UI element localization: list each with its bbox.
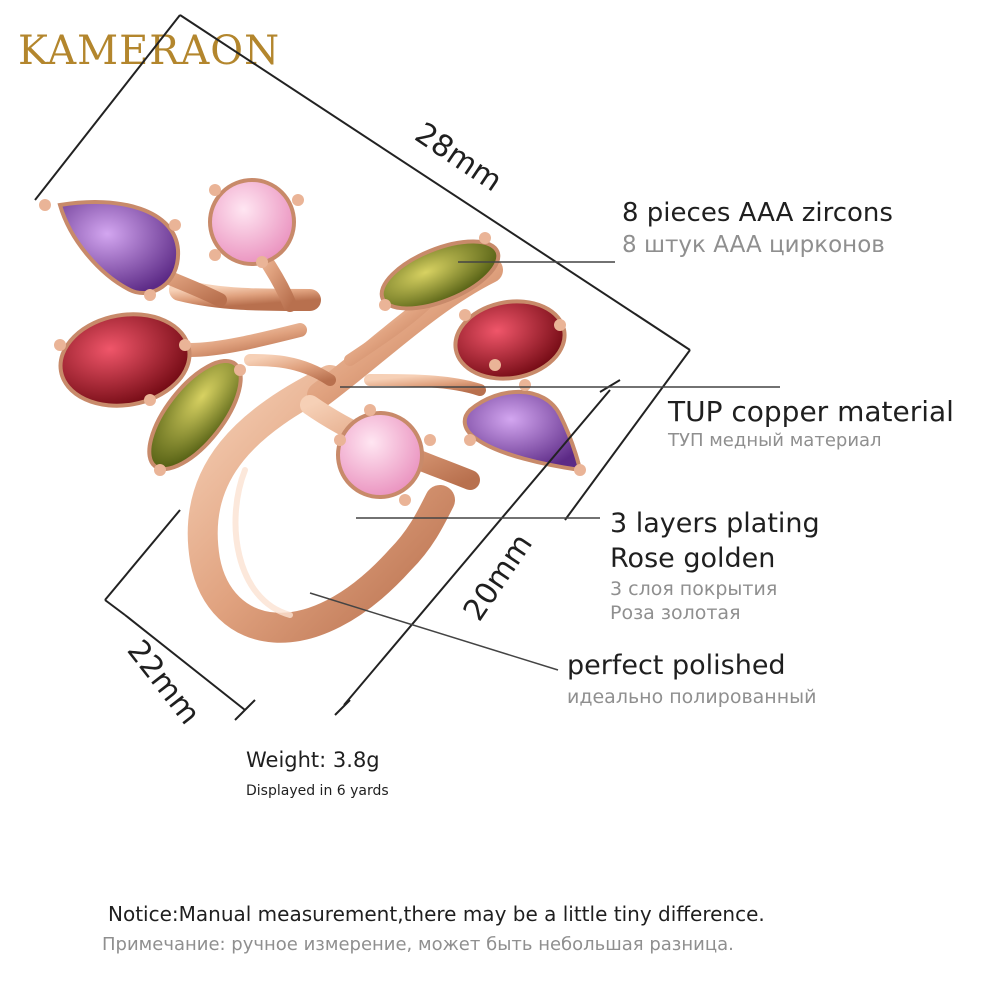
feature-plating-ru-line2: Роза золотая xyxy=(610,602,741,624)
feature-polished-en: perfect polished xyxy=(567,650,786,681)
gem-garnet-right xyxy=(453,299,567,381)
gem-amethyst-top xyxy=(57,200,181,296)
gem-pink-top xyxy=(208,178,296,266)
prongs xyxy=(39,184,586,506)
feature-plating-en-line2: Rose golden xyxy=(610,543,776,574)
dimension-lines xyxy=(34,14,691,721)
gem-pink-bottom xyxy=(336,411,424,499)
notice-ru: Примечание: ручное измерение, может быть… xyxy=(102,934,734,955)
feature-material-en: TUP copper material xyxy=(668,395,954,428)
gem-peridot-left xyxy=(147,358,243,472)
feature-material-ru: ТУП медный материал xyxy=(668,430,882,451)
weight-label: Weight: 3.8g xyxy=(246,748,380,772)
gem-amethyst-right xyxy=(462,389,583,473)
feature-polished-ru: идеально полированный xyxy=(567,686,817,708)
notice-en: Notice:Manual measurement,there may be a… xyxy=(108,902,765,926)
feature-plating-ru-line1: 3 слоя покрытия xyxy=(610,578,778,600)
gem-peridot-right xyxy=(379,239,501,311)
feature-zircons-en: 8 pieces AAA zircons xyxy=(622,198,893,228)
leader-lines xyxy=(309,261,780,671)
feature-plating-en-line1: 3 layers plating xyxy=(610,508,820,539)
weight-note: Displayed in 6 yards xyxy=(246,783,389,799)
feature-zircons-ru: 8 штук AAA цирконов xyxy=(622,232,885,258)
